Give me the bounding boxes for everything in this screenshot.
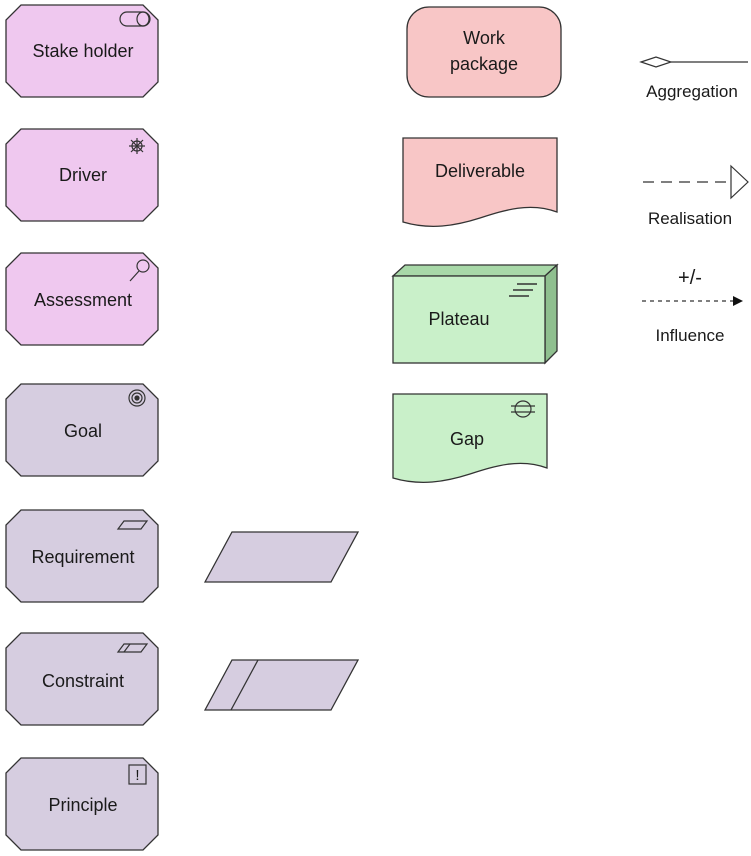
aggregation-diamond [639, 56, 673, 68]
influence-sign: +/- [678, 267, 702, 289]
assessment-shape [5, 252, 159, 346]
influence-relation: +/- Influence [642, 267, 743, 345]
work-package-shape [406, 6, 562, 98]
goal-element: Goal [5, 383, 159, 477]
requirement-shape [5, 509, 159, 603]
aggregation-label: Aggregation [646, 82, 738, 101]
principle-shape [5, 757, 159, 851]
goal-shape [5, 383, 159, 477]
principle-element: ! Principle [5, 757, 159, 851]
plateau-icon [509, 283, 537, 297]
work-package-label-line2: package [450, 54, 518, 74]
constraint-alt-shape [203, 659, 360, 711]
deliverable-element: Deliverable [402, 137, 558, 227]
aggregation-relation: Aggregation [639, 56, 748, 101]
principle-icon-text: ! [135, 767, 139, 784]
plateau-label: Plateau [428, 309, 489, 329]
gap-element: Gap [392, 393, 548, 483]
assessment-icon [129, 259, 150, 282]
assessment-label: Assessment [34, 290, 132, 310]
role-icon [119, 11, 151, 27]
goal-label: Goal [64, 421, 102, 441]
assessment-element: Assessment [5, 252, 159, 346]
realisation-arrowhead [730, 164, 749, 200]
deliverable-label: Deliverable [435, 161, 525, 181]
realisation-relation: Realisation [643, 164, 749, 228]
driver-icon [129, 138, 145, 154]
requirement-icon [116, 520, 149, 530]
gap-icon [511, 400, 535, 418]
requirement-label: Requirement [31, 547, 134, 567]
driver-shape [5, 128, 159, 222]
constraint-icon [116, 643, 149, 653]
principle-icon: ! [128, 764, 147, 785]
stakeholder-shape [5, 4, 159, 98]
influence-arrowhead [733, 296, 743, 306]
realisation-label: Realisation [648, 209, 732, 228]
driver-element: Driver [5, 128, 159, 222]
requirement-alt-shape [203, 531, 360, 583]
goal-icon [128, 389, 146, 407]
principle-label: Principle [48, 795, 117, 815]
stakeholder-label: Stake holder [32, 41, 133, 61]
requirement-element: Requirement [5, 509, 159, 603]
constraint-element: Constraint [5, 632, 159, 726]
gap-shape [392, 393, 548, 483]
stakeholder-element: Stake holder [5, 4, 159, 98]
plateau-element: Plateau [391, 263, 559, 365]
work-package-label-line1: Work [463, 28, 506, 48]
constraint-label: Constraint [42, 671, 124, 691]
gap-label: Gap [450, 429, 484, 449]
influence-label: Influence [656, 326, 725, 345]
driver-label: Driver [59, 165, 107, 185]
work-package-element: Work package [406, 6, 562, 98]
constraint-shape [5, 632, 159, 726]
deliverable-shape [402, 137, 558, 227]
